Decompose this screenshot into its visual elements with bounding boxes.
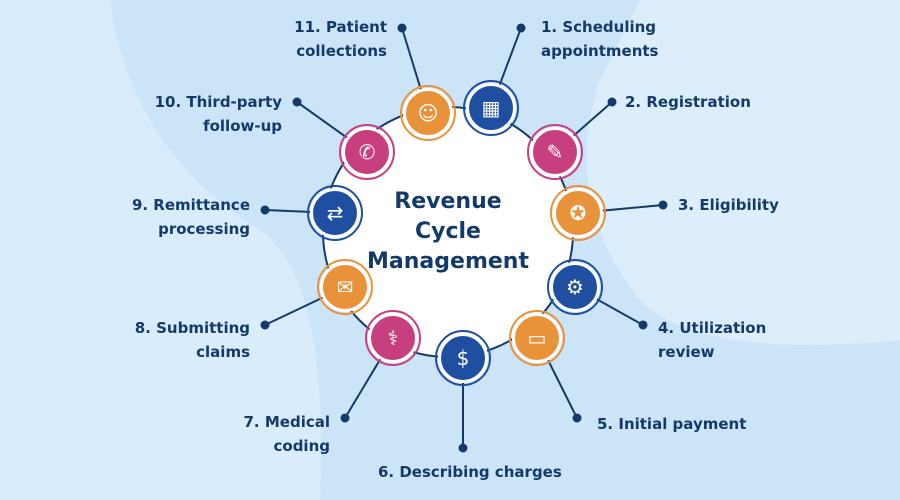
step-label-line: 3. Eligibility (678, 196, 779, 214)
connector-dot (397, 23, 407, 33)
node-ring (435, 330, 491, 386)
step-node: ▦ (463, 80, 519, 136)
step-node: ☺ (400, 85, 456, 141)
step-label: 5. Initial payment (597, 412, 746, 436)
step-label-line: 7. Medical (243, 413, 331, 431)
step-label: 4. Utilization review (658, 316, 766, 364)
connector-dot (638, 320, 648, 330)
step-node: ⚕ (365, 310, 421, 366)
step-label-line: 11. Patient (294, 18, 387, 36)
step-label-line: claims (196, 343, 250, 361)
node-ring (550, 185, 606, 241)
step-label: 9. Remittance processing (132, 193, 250, 241)
connector-dot (260, 205, 270, 215)
step-label: 8. Submitting claims (135, 316, 250, 364)
node-ring (307, 185, 363, 241)
step-node: ⚙ (547, 259, 603, 315)
connector-dot (658, 200, 668, 210)
step-node: ✎ (527, 124, 583, 180)
step-label-line: 5. Initial payment (597, 415, 747, 433)
step-label-line: 9. Remittance (131, 196, 250, 214)
step-label: 3. Eligibility (678, 193, 779, 217)
step-label-line: follow-up (203, 117, 282, 135)
step-label: 7. Medical coding (244, 410, 331, 458)
step-label-line: 1. Scheduling (541, 18, 657, 36)
step-label: 6. Describing charges (378, 460, 562, 484)
step-label: 10. Third-party follow-up (155, 90, 282, 138)
step-label-line: collections (296, 42, 387, 60)
step-label-line: review (658, 343, 715, 361)
step-node: $ (435, 330, 491, 386)
node-ring (547, 259, 603, 315)
connector-dot (516, 23, 526, 33)
node-ring (317, 259, 373, 315)
connector-dot (340, 413, 350, 423)
step-label-line: 2. Registration (625, 93, 751, 111)
node-ring (527, 124, 583, 180)
connector-dot (260, 320, 270, 330)
node-ring (509, 310, 565, 366)
node-ring (400, 85, 456, 141)
step-node: ✉ (317, 259, 373, 315)
connector-dot (292, 97, 302, 107)
step-label-line: 6. Describing charges (378, 463, 562, 481)
node-ring (339, 124, 395, 180)
step-label-line: processing (158, 220, 250, 238)
step-label: 11. Patient collections (294, 15, 387, 63)
node-ring (463, 80, 519, 136)
step-label-line: appointments (541, 42, 659, 60)
step-node: ▭ (509, 310, 565, 366)
connector-dot (458, 443, 468, 453)
step-node: ✆ (339, 124, 395, 180)
step-label-line: 10. Third-party (154, 93, 282, 111)
node-ring (365, 310, 421, 366)
step-node: ✪ (550, 185, 606, 241)
step-node: ⇄ (307, 185, 363, 241)
connector-dot (607, 97, 617, 107)
step-label: 1. Scheduling appointments (541, 15, 658, 63)
step-label-line: 4. Utilization (658, 319, 767, 337)
step-label: 2. Registration (625, 90, 751, 114)
step-label-line: coding (273, 437, 331, 455)
connector-dot (572, 413, 582, 423)
step-label-line: 8. Submitting (134, 319, 250, 337)
